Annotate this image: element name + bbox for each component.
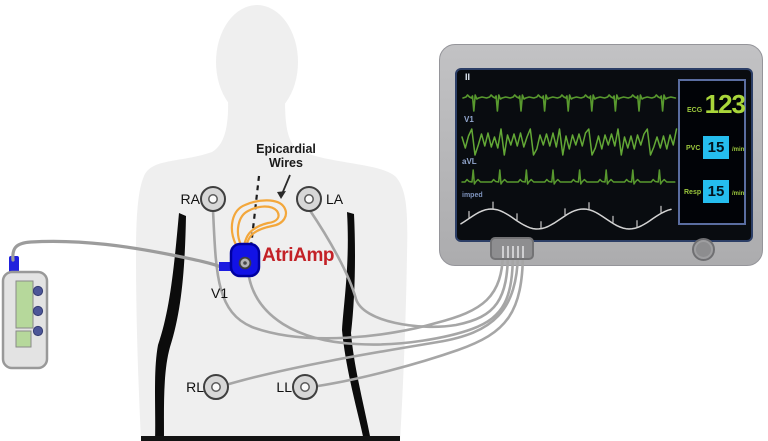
trace-label-lead-ii: II	[465, 72, 471, 82]
sternum-dashed-line	[248, 175, 261, 255]
electrode-la	[296, 186, 322, 212]
atriamp-input-plug	[219, 262, 232, 271]
trace-label-lead-avl: aVL	[462, 157, 477, 166]
cable-rl	[227, 248, 520, 386]
atriamp-device	[219, 242, 261, 278]
handheld-cable-plug	[9, 256, 19, 274]
ecg-rate-label: ECG	[687, 107, 703, 114]
handheld-device	[1, 256, 49, 370]
electrode-ll	[292, 374, 318, 400]
monitor-screen: II V1 aVL imped ECG 123 PVC 15 /min Resp…	[455, 68, 753, 242]
head	[216, 5, 298, 119]
v1-electrode-stud	[238, 256, 252, 270]
cable-ll	[316, 248, 525, 388]
handheld-button	[32, 285, 44, 297]
patient-monitor: II V1 aVL imped ECG 123 PVC 15 /min Resp…	[439, 44, 763, 266]
ecg-rate-value: 123	[704, 89, 746, 119]
annotation-arrow	[277, 174, 291, 199]
annotation-line2: Wires	[269, 155, 303, 170]
monitor-knob	[692, 238, 715, 261]
electrode-label-rl: RL	[186, 379, 204, 395]
resp-unit: /min	[732, 191, 745, 197]
pvc-value-box: 15	[703, 136, 729, 159]
handheld-cable	[11, 239, 223, 269]
handheld-screen-lower	[15, 330, 32, 348]
electrode-label-v1: V1	[211, 285, 229, 301]
electrode-label-ll: LL	[276, 379, 292, 395]
trace-label-lead-v1: V1	[464, 115, 474, 124]
epicardial-wires	[230, 199, 288, 248]
trace-label-impedance: imped	[462, 192, 483, 199]
electrode-rl	[203, 374, 229, 400]
electrode-label-la: LA	[326, 191, 344, 207]
electrode-ra	[200, 186, 226, 212]
handheld-button	[32, 325, 44, 337]
epicardial-wires-annotation: Epicardial Wires	[242, 142, 330, 170]
body-bottom-edge	[141, 436, 400, 441]
annotation-line1: Epicardial	[256, 142, 316, 156]
resp-label: Resp	[684, 189, 702, 196]
left-arm-gap	[155, 213, 186, 441]
vitals-panel: ECG 123 PVC 15 /min Resp 15 /min	[678, 79, 746, 225]
atriamp-brand-text: AtriAmp	[262, 245, 335, 266]
handheld-button	[32, 305, 44, 317]
resp-value-box: 15	[703, 180, 729, 203]
electrode-label-ra: RA	[180, 191, 200, 207]
right-arm-gap	[342, 212, 371, 441]
handheld-screen-upper	[15, 280, 34, 329]
pvc-unit: /min	[732, 147, 745, 153]
pvc-label: PVC	[686, 145, 701, 152]
